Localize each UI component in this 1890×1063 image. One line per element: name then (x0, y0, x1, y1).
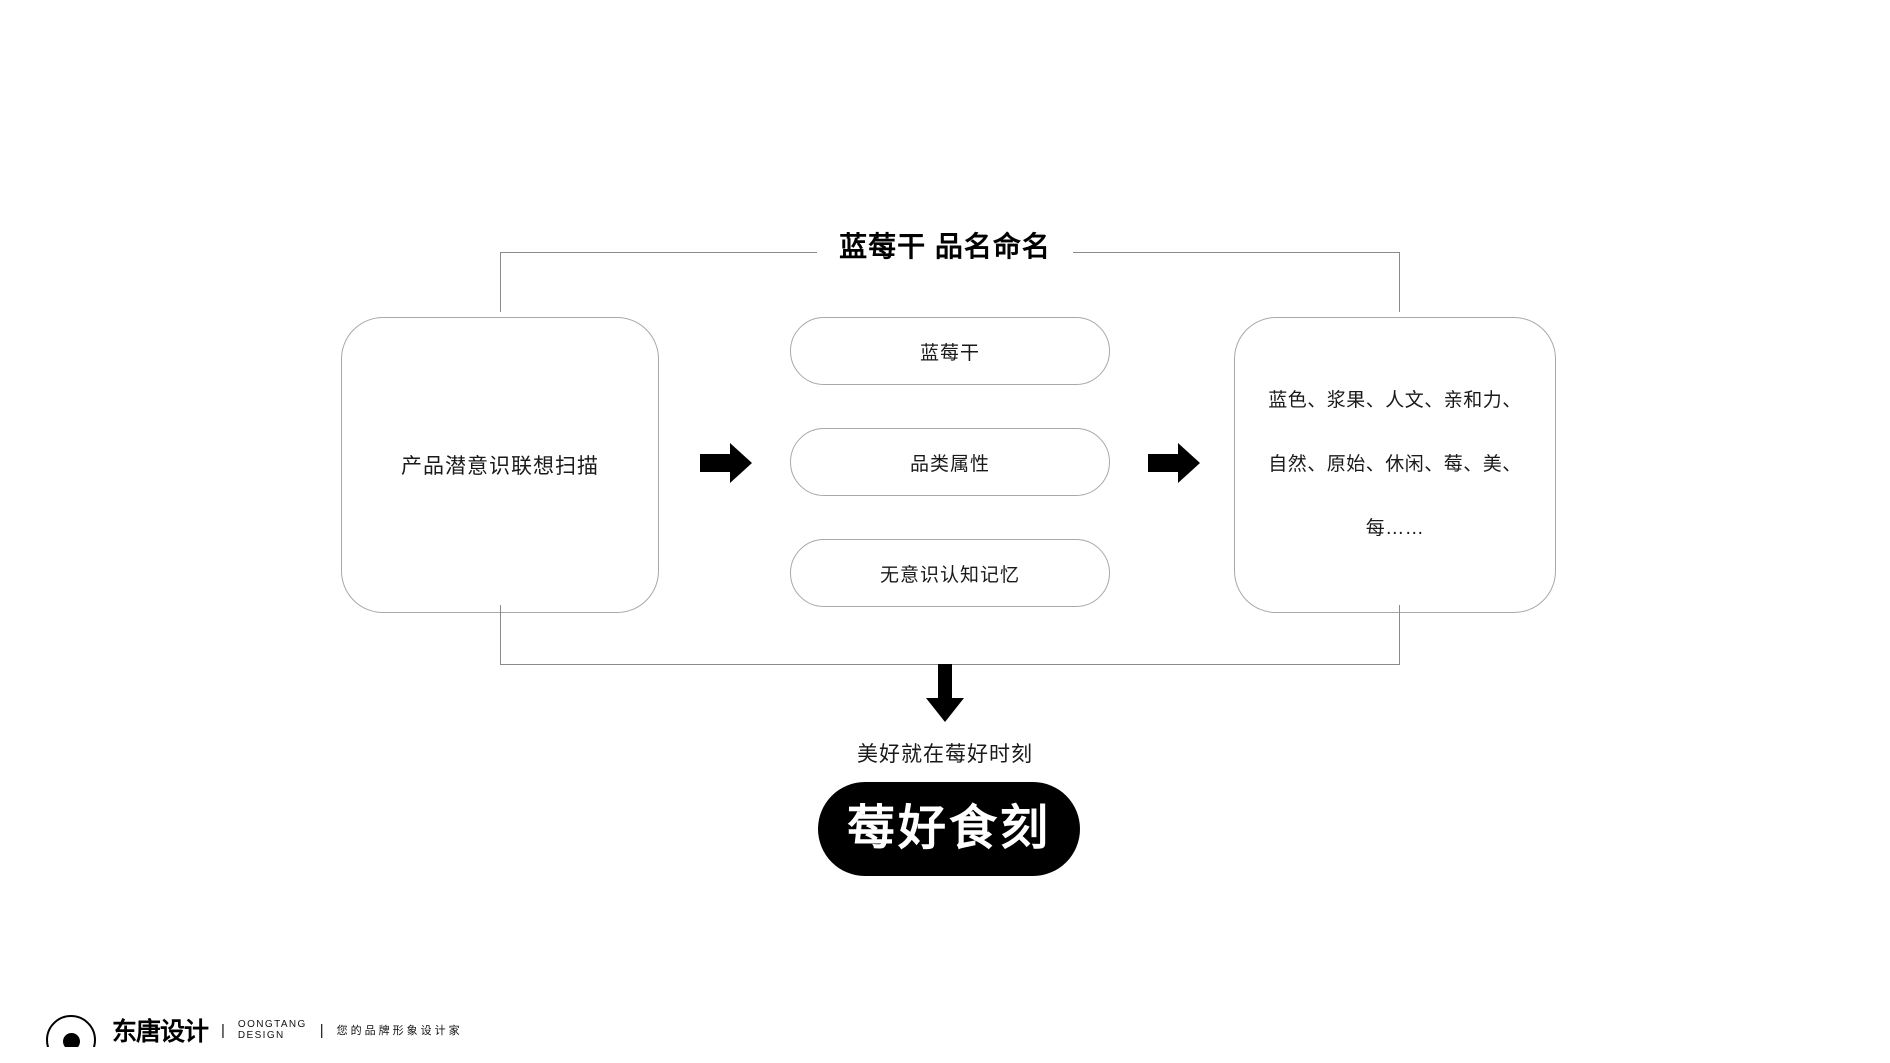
stage-two-item-2-label: 品类属性 (909, 453, 990, 475)
stage-two-item-3[interactable]: 无意识认知记忆 (790, 539, 1110, 607)
arrow-right-icon (1148, 441, 1200, 485)
arrow-down-icon (923, 664, 967, 722)
brand-name-label: 莓好食刻 (846, 802, 1051, 855)
stage-three-label: 蓝色、浆果、人文、亲和力、自然、原始、休闲、莓、美、每…… (1268, 390, 1522, 539)
stage-two-item-2[interactable]: 品类属性 (790, 428, 1110, 496)
stage-one-label: 产品潜意识联想扫描 (401, 455, 599, 478)
footer-brand-en: OONGTANG DESIGN (238, 1019, 307, 1041)
brand-name-pill[interactable]: 莓好食刻 (818, 782, 1080, 876)
stage-two-item-3-label: 无意识认知记忆 (879, 564, 1020, 586)
logo-dot-shape (63, 1033, 80, 1047)
footer-brand-cn: 东唐设计 (112, 1017, 209, 1046)
bottom-bracket-connector (500, 605, 1400, 665)
footer-brand-en-line1: OONGTANG (237, 1019, 307, 1030)
result-tagline: 美好就在莓好时刻 (857, 743, 1033, 766)
stage-two-item-1-label: 蓝莓干 (919, 342, 980, 364)
footer-divider-2: | (319, 1021, 324, 1039)
footer-brand-bar: 东唐设计 | OONGTANG DESIGN | 您的品牌形象设计家 (44, 1008, 463, 1052)
top-bracket-connector (500, 252, 1400, 312)
stage-three-box[interactable]: 蓝色、浆果、人文、亲和力、自然、原始、休闲、莓、美、每…… (1234, 317, 1556, 613)
stage-one-box[interactable]: 产品潜意识联想扫描 (341, 317, 659, 613)
footer-slogan: 您的品牌形象设计家 (336, 1025, 463, 1037)
footer-brand-en-line2: DESIGN (237, 1030, 285, 1041)
arrow-right-icon (700, 441, 752, 485)
stage-two-item-1[interactable]: 蓝莓干 (790, 317, 1110, 385)
footer-divider-1: | (221, 1021, 225, 1039)
circle-dot-logo-icon (44, 1013, 102, 1047)
